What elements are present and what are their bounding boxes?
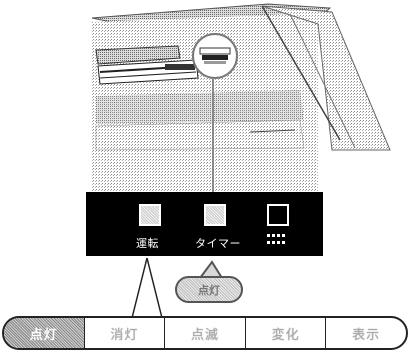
- clean-lamp-icon: [267, 204, 289, 226]
- tab-blink[interactable]: 点滅: [164, 318, 245, 348]
- indicator-lamp-panel: 運転 タイマー: [86, 192, 323, 256]
- mode-tab-bar: 点灯 消灯 点滅 変化 表示: [2, 316, 408, 350]
- tab-light-off[interactable]: 消灯: [83, 318, 165, 348]
- tab-change[interactable]: 変化: [244, 318, 326, 348]
- tab-display[interactable]: 表示: [325, 318, 406, 348]
- operation-lamp-label: 運転: [136, 237, 159, 250]
- tab-label: 消灯: [110, 327, 139, 343]
- clean-lamp-mark-icon: [267, 234, 285, 244]
- timer-lamp-label: タイマー: [195, 237, 241, 250]
- tab-label: 点灯: [29, 327, 58, 343]
- callout-bubble: 点灯: [175, 276, 243, 303]
- tab-label: 点滅: [190, 327, 219, 343]
- timer-lamp-icon: [204, 204, 226, 226]
- tab-label: 変化: [271, 327, 300, 343]
- tab-light-on[interactable]: 点灯: [4, 318, 84, 348]
- callout-label: 点灯: [198, 283, 220, 297]
- operation-lamp-icon: [139, 204, 161, 226]
- air-conditioner-illustration: [91, 3, 391, 192]
- tab-label: 表示: [352, 327, 381, 343]
